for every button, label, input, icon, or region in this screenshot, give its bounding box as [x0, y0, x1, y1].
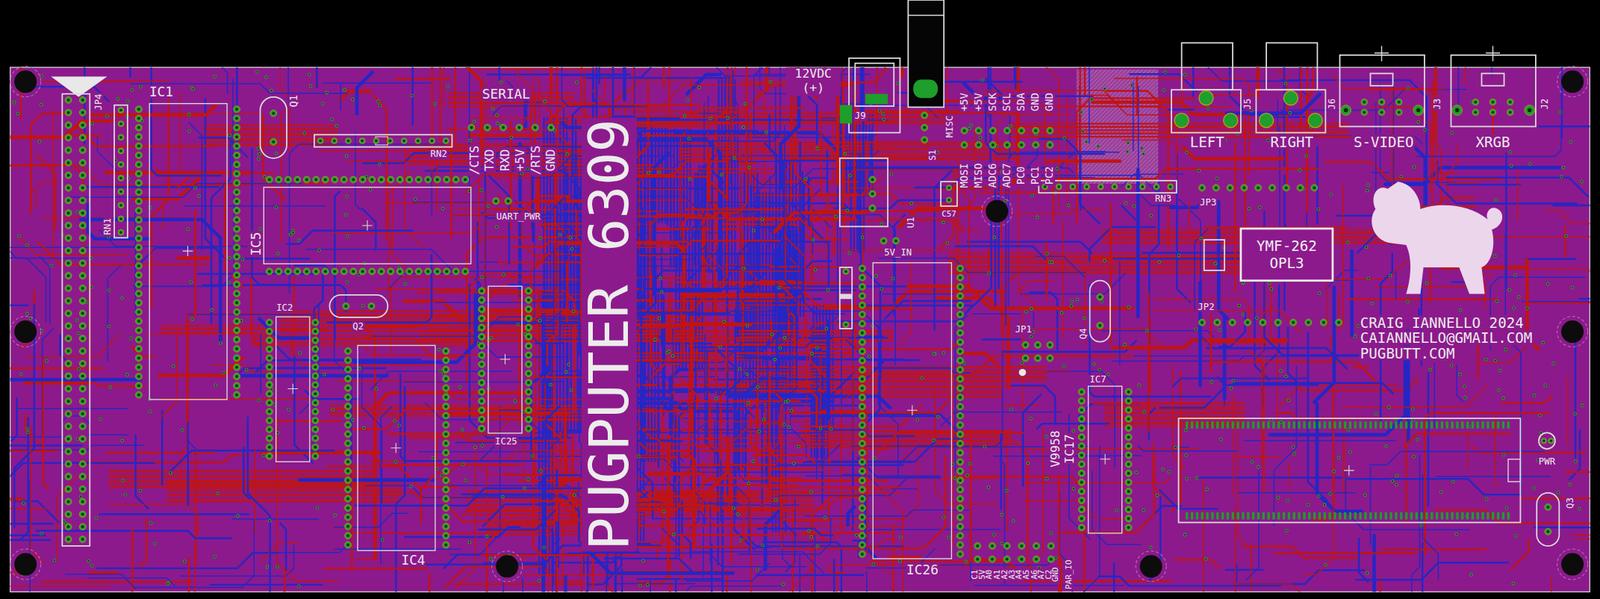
- stage: JP4RN1Q1RN2SERIAL/CTSTXDRXD+5V/RTSGNDUAR…: [0, 0, 1600, 599]
